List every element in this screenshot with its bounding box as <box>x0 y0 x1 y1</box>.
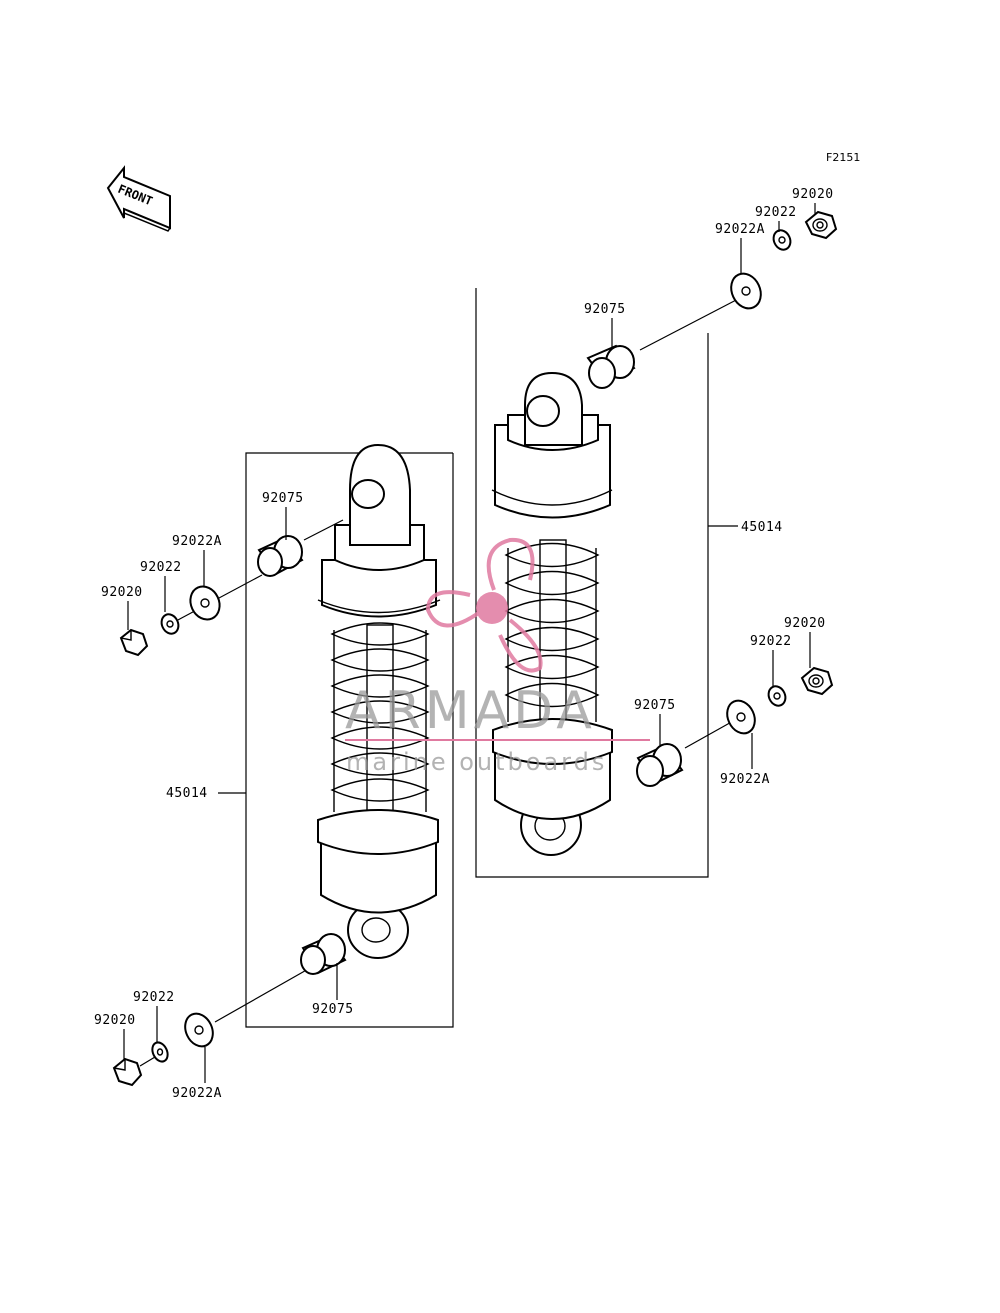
right-top-washer-small <box>772 229 792 251</box>
label-92075-right-top: 92075 <box>584 302 626 317</box>
label-45014-right: 45014 <box>741 520 783 535</box>
left-shock-frame <box>245 452 454 1028</box>
right-shock-absorber <box>491 371 613 856</box>
right-top-hardware <box>586 210 838 389</box>
left-top-hardware <box>119 519 344 657</box>
label-92022A-left-bottom: 92022A <box>172 1086 222 1101</box>
left-top-washer-small <box>160 613 180 635</box>
right-mid-washer-small <box>767 685 787 707</box>
label-92020-left-bottom: 92020 <box>94 1013 136 1028</box>
right-top-collar <box>586 344 636 389</box>
left-labels: 92075 92022A 92022 92020 45014 92075 920… <box>94 491 354 1101</box>
watermark-logo <box>425 537 543 673</box>
label-92075-left-bottom: 92075 <box>312 1002 354 1017</box>
left-top-collar <box>257 535 304 577</box>
label-45014-left: 45014 <box>166 786 208 801</box>
label-92022A-right-mid: 92022A <box>720 772 770 787</box>
label-92022-left-bottom: 92022 <box>133 990 175 1005</box>
right-mid-washer-large <box>726 699 756 735</box>
label-92022-right-mid: 92022 <box>750 634 792 649</box>
left-top-washer-large <box>189 585 221 621</box>
label-92022-right-top: 92022 <box>755 205 797 220</box>
label-92020-right-top: 92020 <box>792 187 834 202</box>
right-mid-hardware <box>636 666 834 787</box>
label-92020-right-mid: 92020 <box>784 616 826 631</box>
left-bottom-hardware <box>112 933 347 1087</box>
label-92022-left-top: 92022 <box>140 560 182 575</box>
right-mid-collar <box>636 743 684 787</box>
watermark-tagline: marine outboards <box>346 748 607 776</box>
label-92075-right-mid: 92075 <box>634 698 676 713</box>
left-shock-absorber <box>317 443 441 959</box>
right-top-nut <box>804 210 838 240</box>
label-92020-left-top: 92020 <box>101 585 143 600</box>
left-bottom-nut <box>112 1057 143 1087</box>
watermark-brand: ARMADA <box>345 681 596 741</box>
left-top-nut <box>119 628 149 657</box>
left-bottom-washer-large <box>184 1012 214 1048</box>
right-mid-nut <box>800 666 834 696</box>
front-arrow-icon: FRONT <box>106 165 171 232</box>
label-92075-left-top: 92075 <box>262 491 304 506</box>
right-top-washer-large <box>730 272 762 310</box>
left-bottom-collar <box>300 933 347 975</box>
propeller-logo-icon <box>425 537 543 673</box>
diagram-code: F2151 <box>826 151 860 164</box>
label-92022A-right-top: 92022A <box>715 222 765 237</box>
right-shock-frame <box>475 288 709 878</box>
label-92022A-left-top: 92022A <box>172 534 222 549</box>
right-labels: 92020 92022 92022A 92075 45014 92020 920… <box>584 187 834 787</box>
left-bottom-washer-small <box>151 1041 169 1063</box>
